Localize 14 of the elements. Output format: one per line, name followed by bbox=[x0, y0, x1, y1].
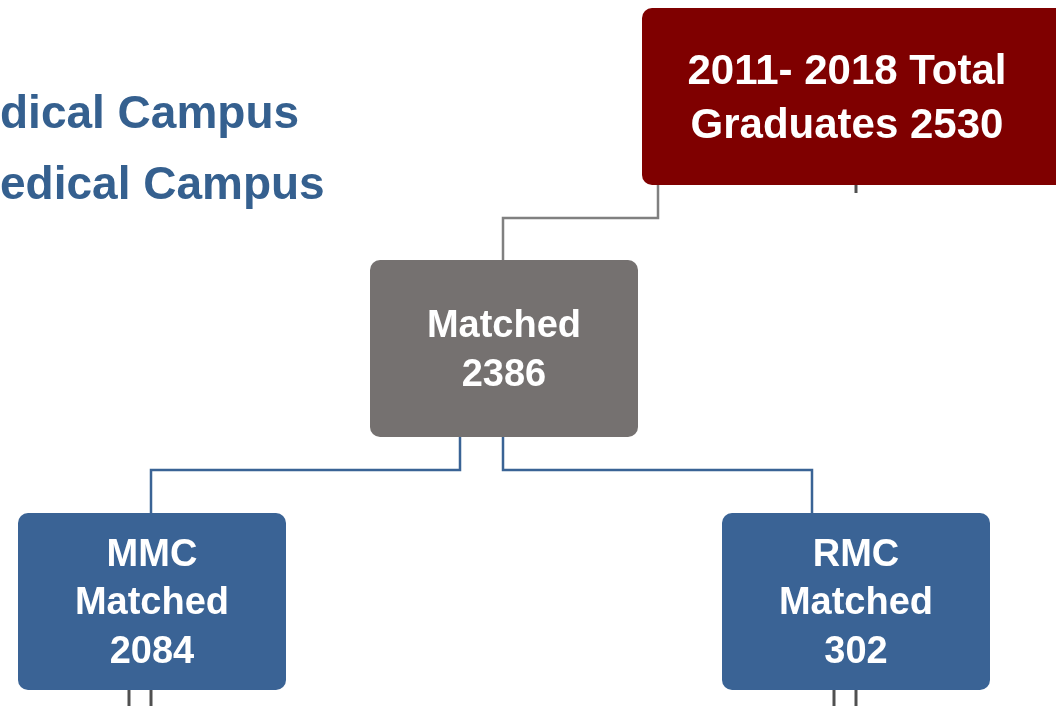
heading-text: dical Campus bbox=[0, 85, 300, 140]
campus-matched-box: RMC Matched 302 bbox=[722, 513, 990, 690]
connector-line bbox=[149, 690, 153, 706]
connector-line bbox=[854, 185, 858, 193]
connector-line bbox=[501, 437, 814, 513]
connector-line bbox=[149, 437, 462, 513]
heading-text: edical Campus bbox=[0, 156, 325, 211]
connector-line bbox=[501, 185, 660, 260]
matched-box: Matched 2386 bbox=[370, 260, 638, 437]
total-graduates-box: 2011- 2018 Total Graduates 2530 bbox=[642, 8, 1056, 185]
connector-line bbox=[854, 690, 858, 706]
connector-line bbox=[832, 690, 836, 706]
connector-line bbox=[127, 690, 131, 706]
campus-matched-box: MMC Matched 2084 bbox=[18, 513, 286, 690]
